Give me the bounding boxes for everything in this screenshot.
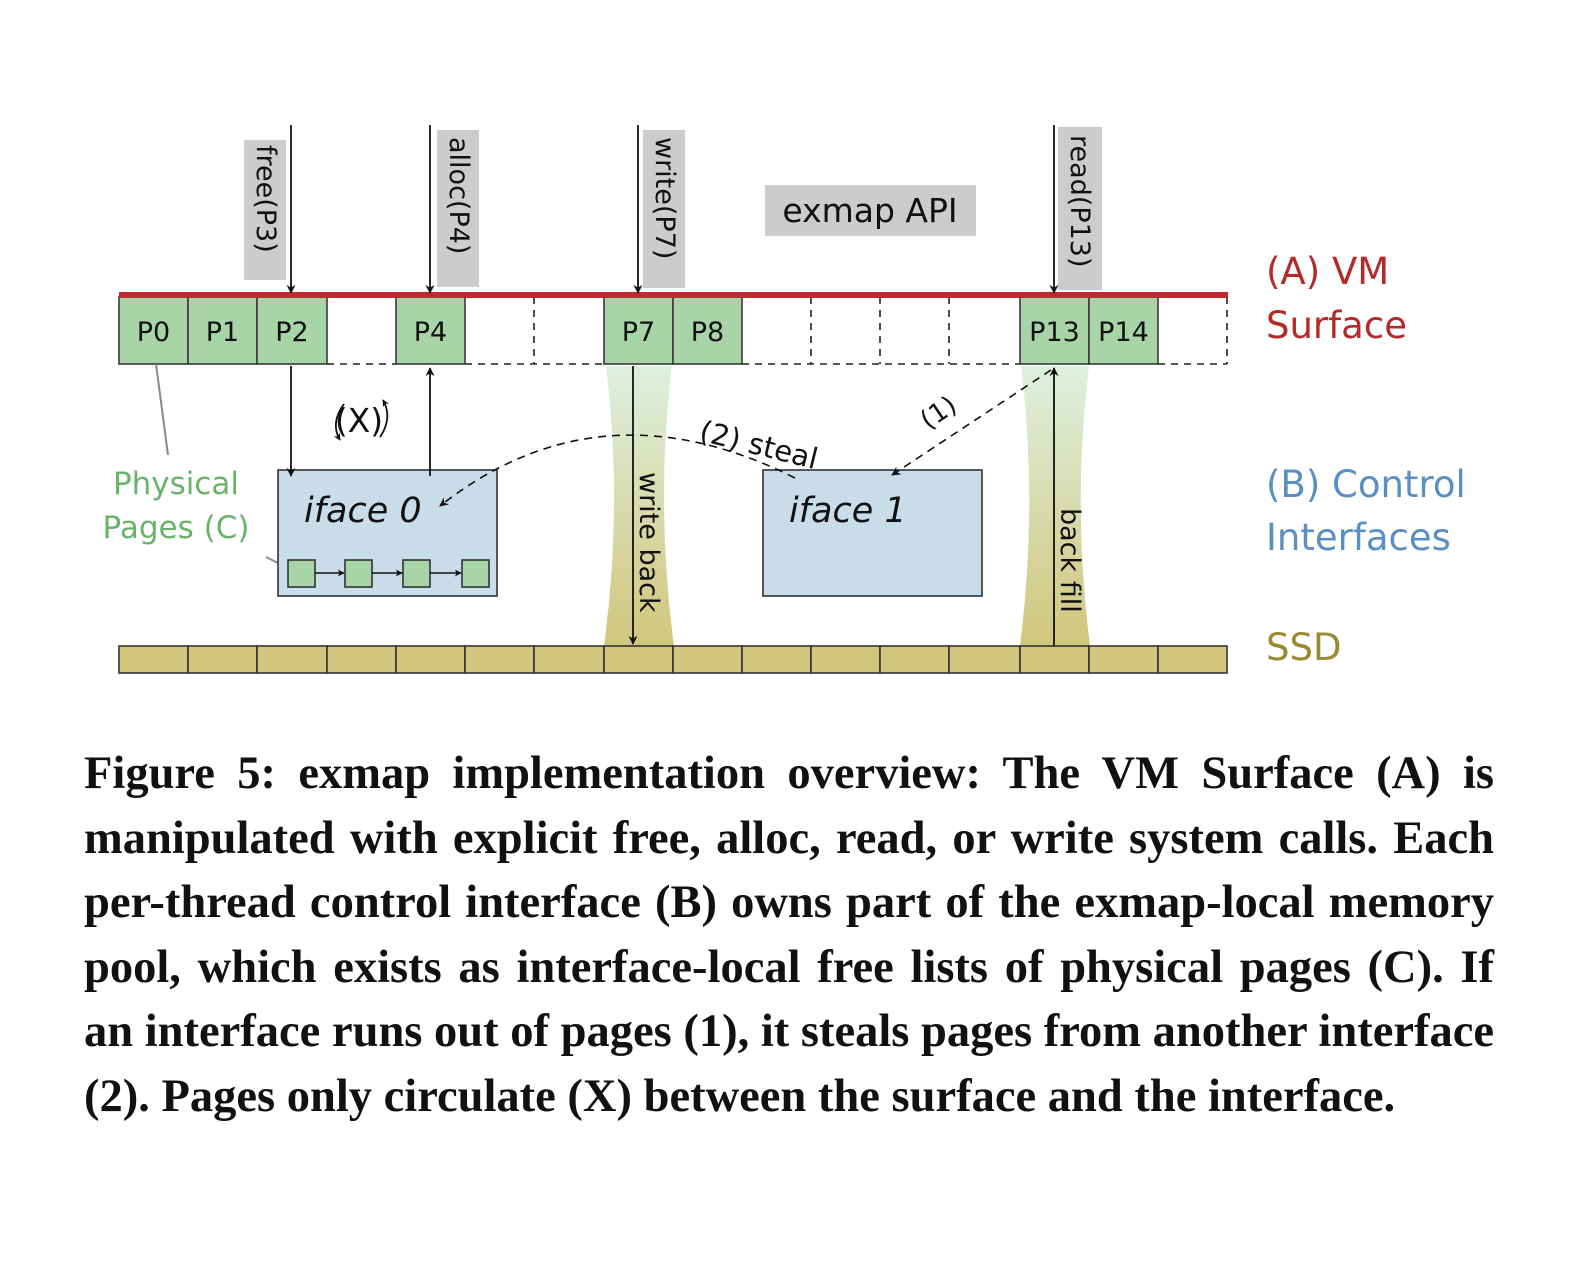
ssd-blocks xyxy=(118,645,1228,674)
page-label-p14: P14 xyxy=(1098,317,1149,348)
free-call-label: free(P3) xyxy=(250,145,281,253)
page-p0 xyxy=(118,296,189,365)
control-label-line1: (B) Control xyxy=(1266,463,1466,506)
write-call-bg xyxy=(643,130,685,288)
vm-label-line1: (A) VM xyxy=(1266,250,1389,293)
free-page-3 xyxy=(402,559,431,588)
free-list xyxy=(287,559,490,588)
figure-caption: Figure 5: exmap implementation overview:… xyxy=(84,748,1494,1122)
runs-out-arrow xyxy=(891,369,1052,476)
alloc-call-bg xyxy=(437,130,479,287)
free-call-bg xyxy=(244,140,286,280)
write-back-label: write back xyxy=(633,472,664,613)
page-p8 xyxy=(672,296,743,365)
page-p7 xyxy=(603,296,674,365)
vm-empty-slots xyxy=(327,297,1228,365)
steal-arc xyxy=(439,434,796,507)
iface-1-box xyxy=(762,469,983,597)
page-label-p8: P8 xyxy=(691,317,724,348)
free-page-1 xyxy=(287,559,316,588)
page-label-p13: P13 xyxy=(1029,317,1080,348)
physical-label-line2: Pages (C) xyxy=(103,510,250,546)
circulate-arrow-left xyxy=(333,403,345,441)
physical-pointer-top xyxy=(155,363,169,456)
iface-1-label: iface 1 xyxy=(789,491,907,531)
read-call-label: read(P13) xyxy=(1064,135,1095,268)
page-label-p2: P2 xyxy=(275,317,308,348)
page-p2 xyxy=(256,296,328,365)
alloc-call-label: alloc(P4) xyxy=(443,137,474,254)
exmap-api-label-bg xyxy=(765,185,976,236)
control-label-line2: Interfaces xyxy=(1266,516,1451,559)
page-label-p1: P1 xyxy=(206,317,239,348)
back-fill-label: back fill xyxy=(1054,508,1085,613)
runs-out-label: (1) xyxy=(915,390,962,435)
ssd-label: SSD xyxy=(1266,626,1341,669)
free-page-2 xyxy=(344,559,373,588)
page-label-p0: P0 xyxy=(137,317,170,348)
iface-0-label: iface 0 xyxy=(304,491,422,531)
api-arrows xyxy=(286,125,1059,294)
steal-label: (2) steal xyxy=(696,414,821,476)
read-call-bg xyxy=(1058,127,1102,290)
vm-label-line2: Surface xyxy=(1266,304,1407,347)
page-label-p7: P7 xyxy=(622,317,655,348)
physical-label-line1: Physical xyxy=(113,466,239,502)
page-p13 xyxy=(1019,296,1090,365)
page-p14 xyxy=(1088,296,1159,365)
exmap-diagram: P0 P1 P2 P4 P7 P8 P13 P14 exmap API free… xyxy=(103,125,1466,674)
circulate-arrow-right xyxy=(379,399,390,438)
write-call-label: write(P7) xyxy=(649,137,680,259)
free-page-4 xyxy=(461,559,490,588)
page-label-p4: P4 xyxy=(414,317,447,348)
circulate-label: (X) xyxy=(335,401,383,440)
back-fill-band xyxy=(1020,366,1090,646)
exmap-api-label: exmap API xyxy=(782,191,957,230)
